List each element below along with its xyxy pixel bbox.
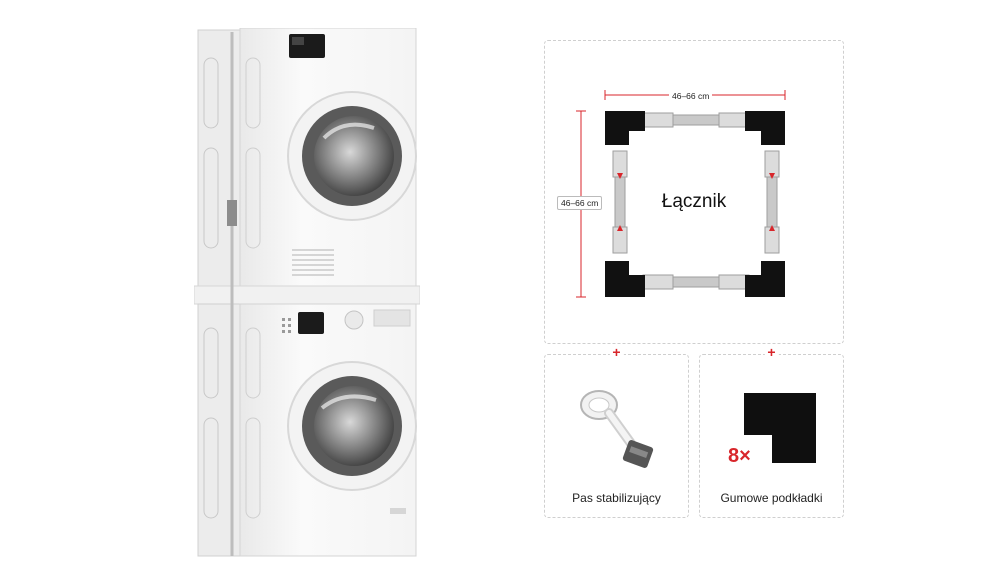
frame-title: Łącznik [661, 191, 727, 212]
frame-corners [605, 111, 785, 297]
washer-unit [197, 303, 417, 557]
ratchet-strap-icon [580, 390, 654, 468]
stacked-washer-dryer-illustration [194, 28, 420, 557]
height-dimension-label: 46–66 cm [557, 196, 603, 210]
plus-icon: + [764, 345, 779, 359]
rubber-pad-icon [744, 393, 816, 463]
rubber-pads-panel: + 8× Gumowe podkładki [699, 345, 844, 518]
strap-buckle [227, 200, 237, 226]
dryer-unit [197, 28, 417, 289]
strap-caption: Pas stabilizujący [572, 491, 661, 505]
stacking-frame-panel: 46–66 cm 46–66 cm Łącznik [544, 40, 844, 344]
adjustment-arrows [617, 173, 775, 231]
stacking-frame-band [194, 285, 420, 305]
plus-icon: + [609, 345, 624, 359]
pads-caption: Gumowe podkładki [720, 491, 823, 505]
width-dimension-label: 46–66 cm [669, 90, 713, 102]
pads-count: 8× [728, 445, 751, 467]
stacking-frame-diagram [576, 90, 786, 298]
strap-panel: + Pas stabilizujący [544, 345, 689, 518]
frame-rails [612, 112, 780, 290]
